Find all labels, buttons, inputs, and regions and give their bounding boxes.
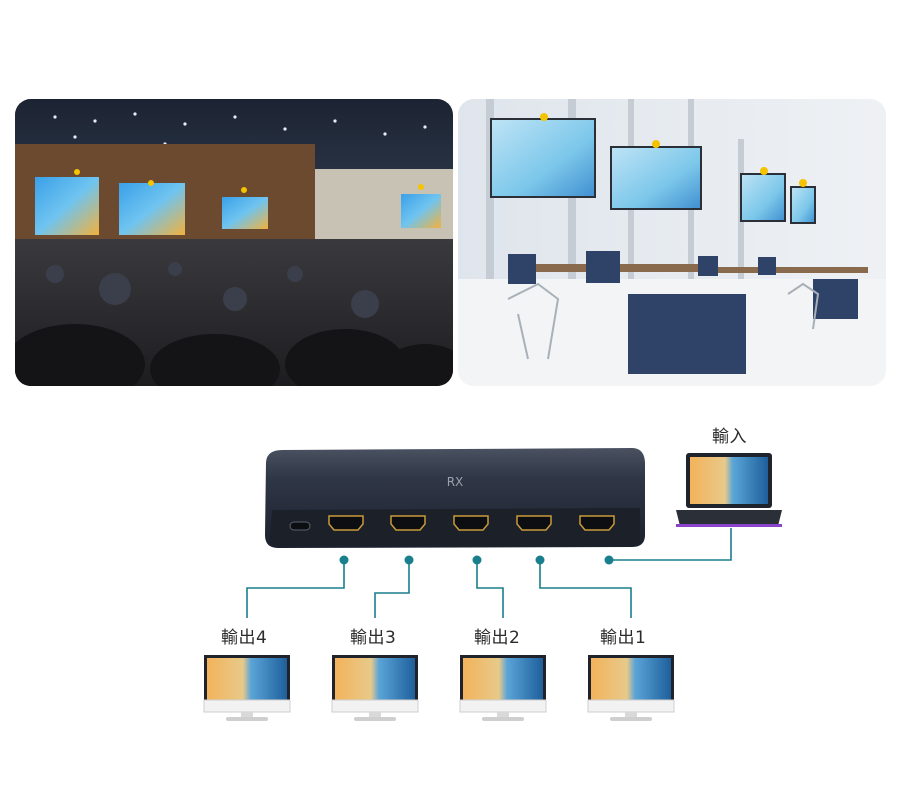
connector-dot <box>472 555 482 565</box>
output-4-label: 輸出4 <box>221 628 268 648</box>
office-photo <box>458 99 886 386</box>
monitor-icon <box>203 655 291 721</box>
hdmi-splitter-device: RX <box>265 448 645 548</box>
hdmi-port <box>328 515 364 531</box>
hdmi-port <box>579 515 615 531</box>
monitor-icon <box>459 655 547 721</box>
usb-c-port <box>289 521 311 531</box>
connector-dot <box>604 555 614 565</box>
device-logo: RX <box>447 475 464 489</box>
hdmi-port <box>453 515 489 531</box>
output-1-label: 輸出1 <box>600 628 647 648</box>
monitor-icon <box>587 655 675 721</box>
connector-dot <box>339 555 349 565</box>
hdmi-port <box>516 515 552 531</box>
conference-hall-photo <box>15 99 453 386</box>
output-3-label: 輸出3 <box>350 628 397 648</box>
connection-diagram: RX <box>0 400 900 800</box>
connector-dot <box>535 555 545 565</box>
input-label: 輸入 <box>712 427 747 447</box>
output-2-label: 輸出2 <box>474 628 521 648</box>
laptop-icon <box>676 453 782 527</box>
connector-dot <box>404 555 414 565</box>
connector-lines <box>246 528 732 618</box>
hdmi-port <box>390 515 426 531</box>
monitor-icon <box>331 655 419 721</box>
